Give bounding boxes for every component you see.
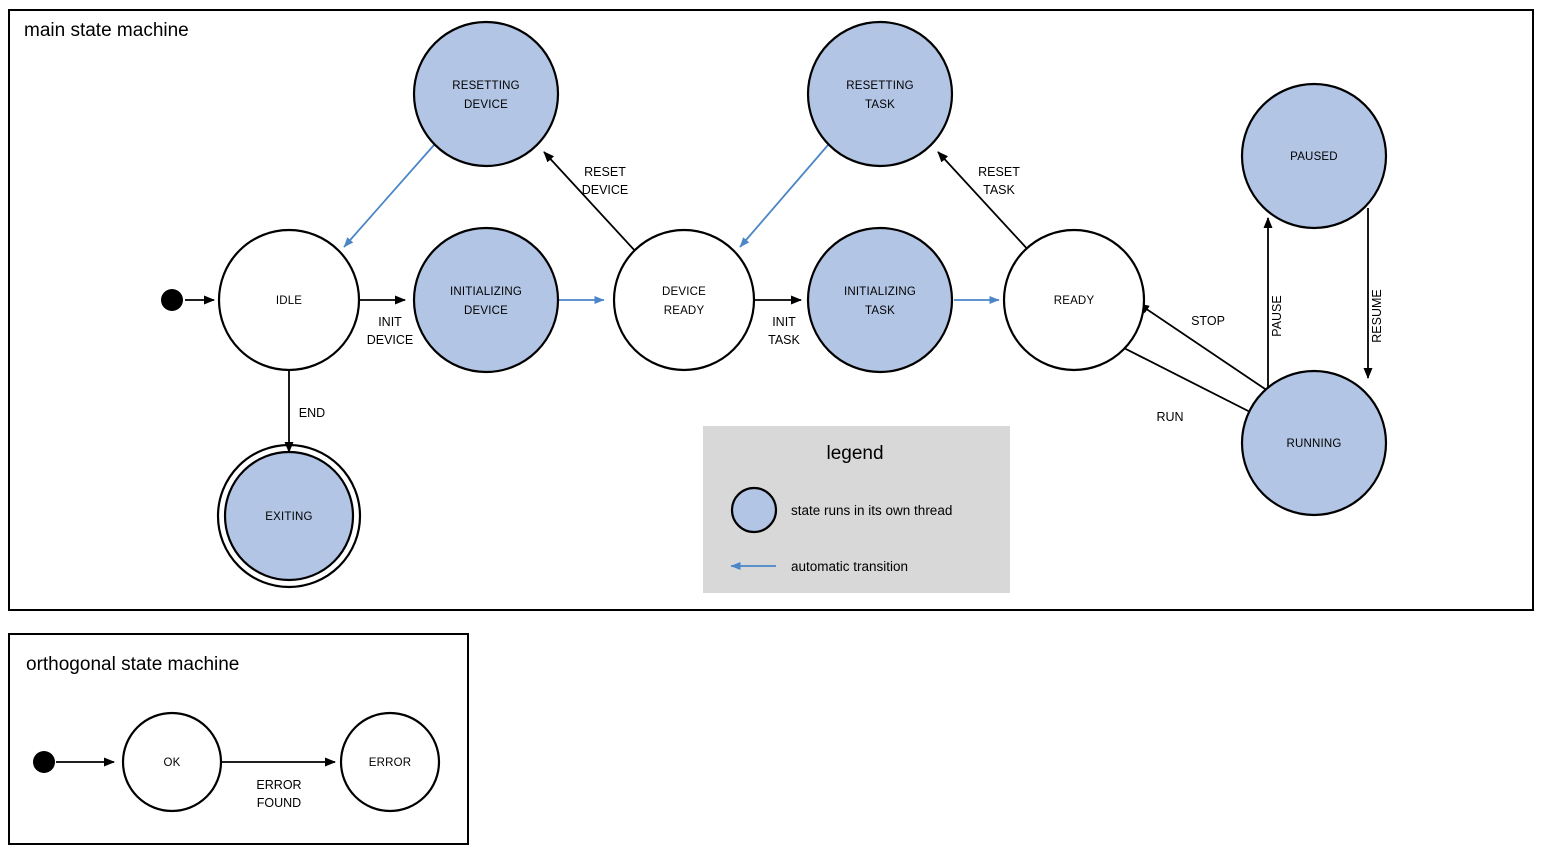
main-frame-border — [8, 9, 1534, 611]
transition-idle-end: END — [284, 371, 325, 453]
edge-label: RESUME — [1370, 289, 1384, 342]
state-shape[interactable] — [1002, 228, 1146, 372]
edge-line — [1138, 303, 1272, 394]
edge-line — [1117, 344, 1263, 419]
edge-label: STOP — [1191, 314, 1225, 328]
state-label-line-1: RESETTING — [846, 80, 914, 92]
edge-label-line-2: DEVICE — [582, 183, 629, 197]
state-running[interactable]: RUNNING — [1240, 369, 1388, 517]
transition-running-stop: STOP — [1138, 303, 1272, 394]
state-label-line-1: RESETTING — [452, 80, 520, 92]
state-shape[interactable] — [806, 226, 954, 374]
start-node-main — [161, 289, 183, 311]
state-label-line-1: OK — [163, 757, 180, 769]
edge-label-line-1: INIT — [772, 315, 796, 329]
transition-resettask-devready — [739, 144, 829, 248]
state-paused[interactable]: PAUSED — [1240, 82, 1388, 230]
state-label-line-1: READY — [1054, 295, 1095, 307]
state-shape[interactable] — [121, 711, 223, 813]
edge-label: PAUSE — [1270, 295, 1284, 336]
state-label-line-1: EXITING — [265, 511, 312, 523]
start-node-orthogonal — [33, 751, 55, 773]
state-label-line-1: INITIALIZING — [844, 286, 916, 298]
transition-running-pause: PAUSE — [1263, 217, 1284, 418]
edge-line — [543, 151, 638, 254]
main-frame-title: main state machine — [24, 20, 189, 41]
state-shape[interactable] — [612, 228, 756, 372]
state-shape[interactable] — [412, 226, 560, 374]
state-shape[interactable] — [412, 20, 560, 168]
state-label-line-1: DEVICE — [662, 286, 706, 298]
state-error[interactable]: ERROR — [339, 711, 441, 813]
state-label-line-2: DEVICE — [464, 305, 508, 317]
transition-ready-run: RUN — [1117, 344, 1263, 424]
state-shape[interactable] — [1240, 369, 1388, 517]
transition-devready-reset-device: RESET DEVICE — [543, 151, 638, 254]
edge-label-line-1: ERROR — [256, 778, 301, 792]
state-resetting-task[interactable]: RESETTING TASK — [806, 20, 954, 168]
edge-label-line-2: TASK — [768, 333, 800, 347]
state-label-line-2: TASK — [865, 305, 895, 317]
state-device-ready[interactable]: DEVICE READY — [612, 228, 756, 372]
state-label-line-1: IDLE — [276, 295, 302, 307]
transition-resetdevice-idle — [343, 144, 435, 248]
state-initializing-task[interactable]: INITIALIZING TASK — [806, 226, 954, 374]
state-initializing-device[interactable]: INITIALIZING DEVICE — [412, 226, 560, 374]
state-label-line-2: READY — [664, 305, 705, 317]
edge-label-line-1: RESET — [584, 165, 626, 179]
transition-ortho-ok-error: ERROR FOUND — [222, 757, 336, 810]
state-exiting[interactable]: EXITING — [216, 443, 362, 589]
state-shape[interactable] — [806, 20, 954, 168]
state-label-line-2: DEVICE — [464, 99, 508, 111]
transition-devready-init-task: INIT TASK — [755, 295, 802, 347]
edge-label-line-2: DEVICE — [367, 333, 414, 347]
state-shape[interactable] — [1240, 82, 1388, 230]
state-ready[interactable]: READY — [1002, 228, 1146, 372]
transition-paused-resume: RESUME — [1363, 208, 1384, 379]
legend-item-label-thread: state runs in its own thread — [791, 503, 952, 518]
orthogonal-frame-title: orthogonal state machine — [26, 654, 239, 675]
edge-line — [739, 144, 829, 248]
transition-ready-reset-task: RESET TASK — [937, 151, 1032, 254]
state-shape[interactable] — [217, 228, 361, 372]
edge-label-line-2: TASK — [983, 183, 1015, 197]
state-label-line-1: PAUSED — [1290, 151, 1338, 163]
legend-item-label-auto: automatic transition — [791, 559, 908, 574]
legend-title: legend — [826, 443, 883, 464]
orthogonal-frame-border — [8, 633, 469, 845]
edge-line — [343, 144, 435, 248]
edge-line — [937, 151, 1032, 254]
state-shape[interactable] — [223, 450, 355, 582]
state-ok[interactable]: OK — [121, 711, 223, 813]
state-label-line-1: INITIALIZING — [450, 286, 522, 298]
state-label-line-1: ERROR — [369, 757, 412, 769]
state-label-line-2: TASK — [865, 99, 895, 111]
transition-idle-init-device: INIT DEVICE — [359, 295, 414, 347]
state-shape[interactable] — [339, 711, 441, 813]
legend-panel: legend state runs in its own thread auto… — [703, 426, 1010, 593]
state-idle[interactable]: IDLE — [217, 228, 361, 372]
final-state-outer-ring — [216, 443, 362, 589]
edge-label-line-1: RESET — [978, 165, 1020, 179]
legend-thread-state-swatch — [730, 486, 778, 534]
state-label-line-1: RUNNING — [1286, 438, 1341, 450]
state-resetting-device[interactable]: RESETTING DEVICE — [412, 20, 560, 168]
edge-label-line-1: INIT — [378, 315, 402, 329]
edge-label-line-2: FOUND — [257, 796, 301, 810]
edge-label: END — [299, 406, 325, 420]
edge-label: RUN — [1156, 410, 1183, 424]
